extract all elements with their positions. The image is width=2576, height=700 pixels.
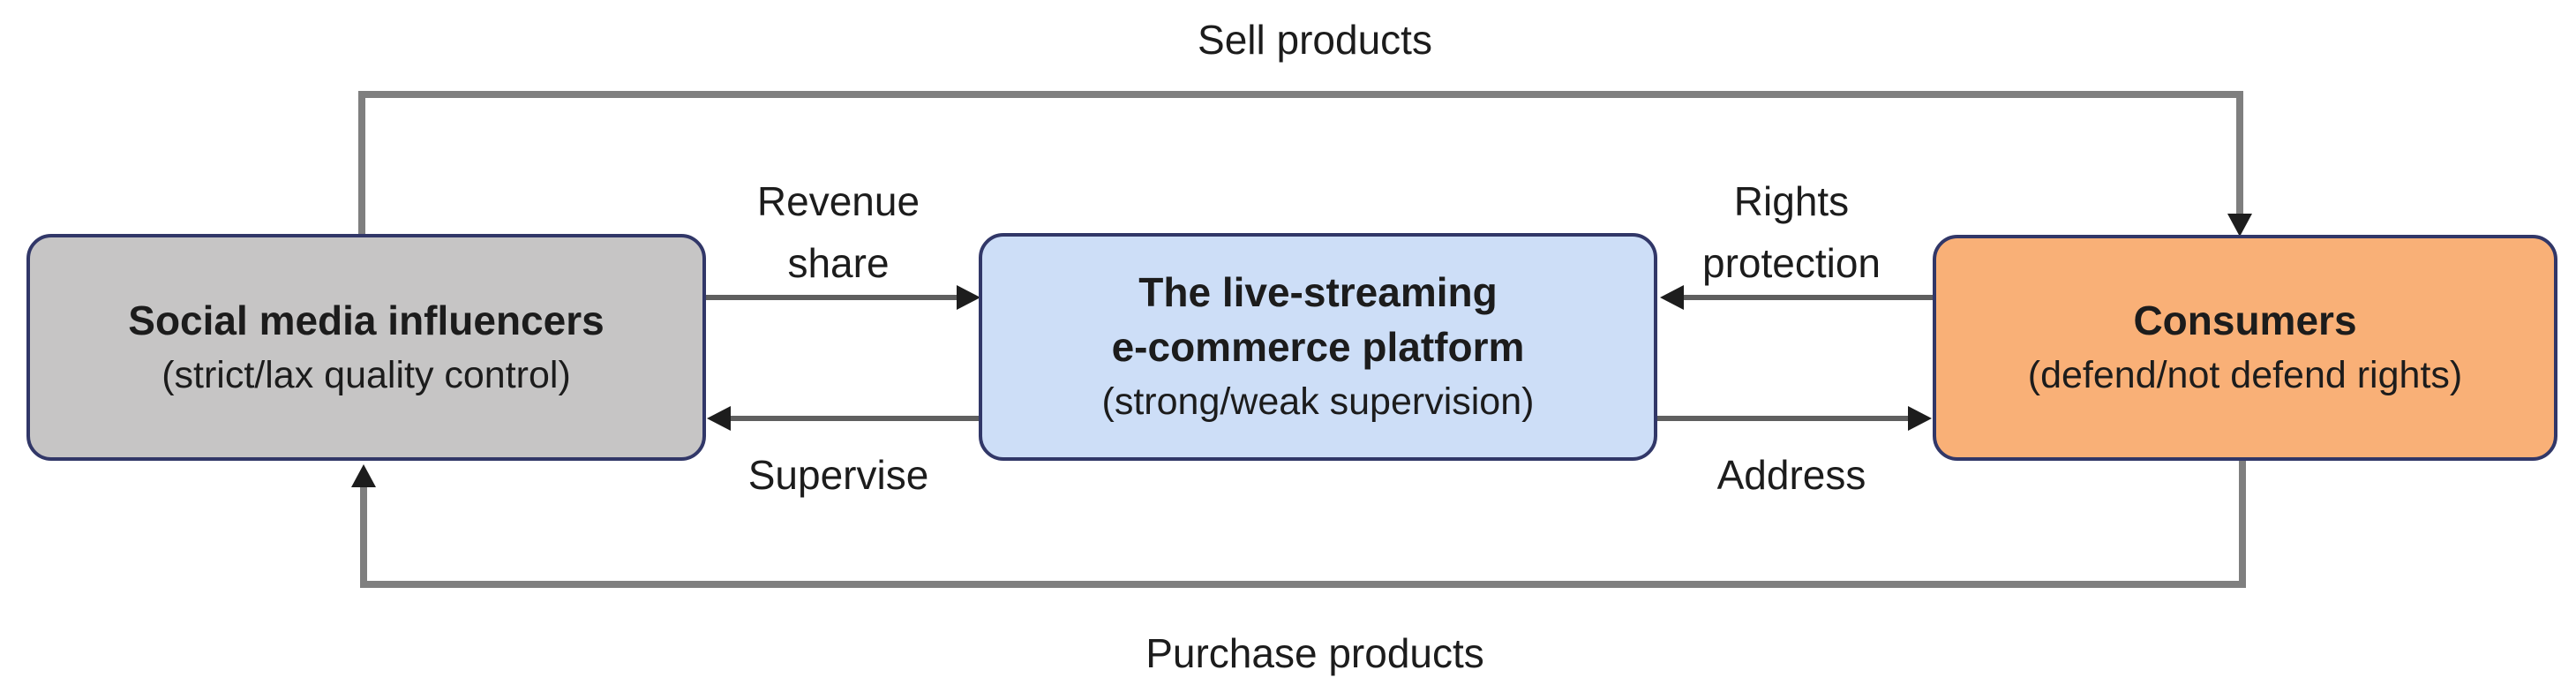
edge-label-rights-protection: Rights protection xyxy=(1701,178,1881,286)
node-subtitle-consumers: (defend/not defend rights) xyxy=(2027,354,2463,396)
arrowhead-into-consumers-left xyxy=(1908,406,1932,431)
arrowhead-into-influencers-bottom xyxy=(351,464,376,487)
arrowhead-into-influencers-right xyxy=(707,406,731,431)
purchase-products-path xyxy=(360,459,2246,588)
node-title-consumers: Consumers xyxy=(2133,297,2357,343)
edge-label-address: Address xyxy=(1716,452,1866,498)
node-social-media-influencers: Social media influencers (strict/lax qua… xyxy=(26,234,706,461)
node-title-platform: The live-streaming e-commerce platform xyxy=(1111,269,1525,370)
node-live-streaming-platform: The live-streaming e-commerce platform (… xyxy=(979,233,1657,461)
edge-label-revenue-share: Revenue share xyxy=(756,178,920,286)
node-subtitle-influencers: (strict/lax quality control) xyxy=(161,353,571,396)
edge-label-purchase-products: Purchase products xyxy=(1145,630,1484,676)
arrowhead-into-platform-left xyxy=(957,285,980,310)
edge-label-sell-products: Sell products xyxy=(1198,17,1432,63)
node-consumers: Consumers (defend/not defend rights) xyxy=(1933,235,2557,461)
node-subtitle-platform: (strong/weak supervision) xyxy=(1101,380,1535,423)
arrowhead-into-platform-right xyxy=(1660,285,1684,310)
arrowhead-into-consumers-top xyxy=(2227,214,2252,237)
sell-products-path xyxy=(358,91,2243,236)
edge-label-supervise: Supervise xyxy=(747,452,929,498)
node-title-influencers: Social media influencers xyxy=(128,297,605,343)
